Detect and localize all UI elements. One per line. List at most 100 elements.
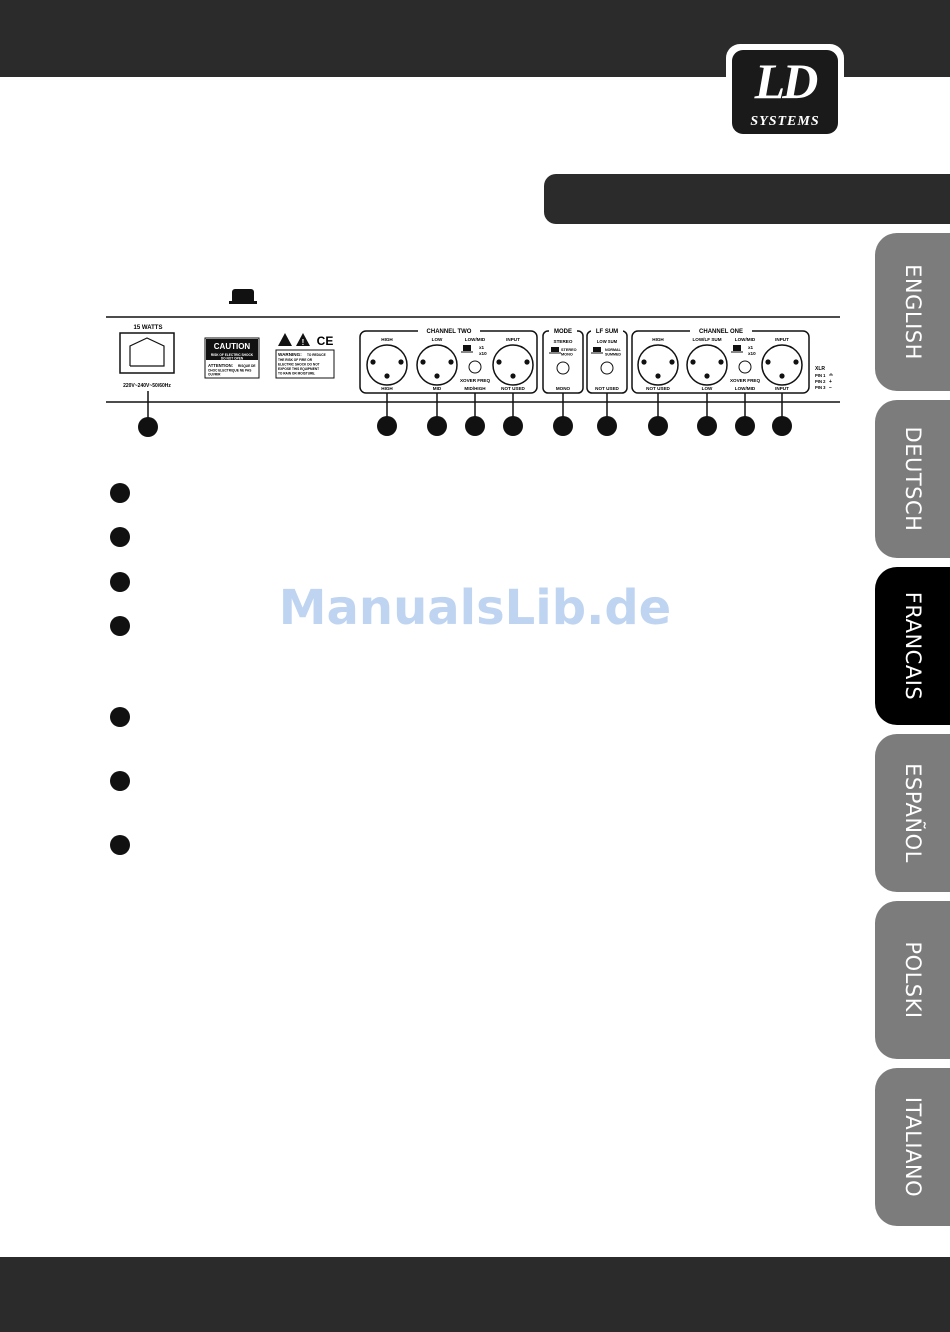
list-bullet: [110, 483, 130, 503]
ch2-range-switch: [463, 345, 471, 351]
ld-systems-logo: LD SYSTEMS: [726, 44, 844, 140]
ch2-xover-pot: [468, 360, 482, 374]
ce-mark: CE: [317, 334, 334, 348]
ch2-low-top-label: LOW: [432, 337, 443, 342]
caution-att1: RISQUE DE: [238, 364, 256, 368]
lf-sum-title: LF SUM: [596, 329, 618, 335]
lf-sum-normal: NORMAL: [605, 348, 622, 352]
ch2-high-top-label: HIGH: [381, 337, 393, 342]
callout-marker: [465, 416, 485, 436]
mode-btn-stereo: STEREO: [561, 348, 577, 352]
logo-systems-text: SYSTEMS: [750, 114, 820, 129]
logo-ld-text: LD: [754, 53, 819, 109]
callout-marker: [377, 416, 397, 436]
exclamation-warning-icon: [296, 333, 310, 346]
ground-icon: [829, 373, 833, 376]
lf-sum-summed: SUMMED: [605, 353, 621, 357]
warning-title: WARNING:: [278, 352, 302, 357]
tab-francais[interactable]: FRANCAIS: [875, 567, 950, 725]
warning-t4: EXPOSE THIS EQUIPMENT: [278, 367, 319, 371]
rear-panel-icon: [229, 289, 257, 304]
ch2-mid-bottom-label: MID: [433, 386, 442, 391]
lf-sum-not-used: NOT USED: [595, 386, 619, 391]
ch1-xlr-input: [761, 344, 803, 386]
callout-marker: [735, 416, 755, 436]
list-bullet: [110, 572, 130, 592]
caution-att2: CHOC ELECTRIQUE NE PAS: [208, 369, 251, 373]
ch1-input-top-label: INPUT: [775, 337, 789, 342]
ch2-midhigh-bottom-label: MID/HIGH: [464, 386, 486, 391]
tab-polski[interactable]: POLSKI: [875, 901, 950, 1059]
callout-marker: [597, 416, 617, 436]
mode-indicator: [556, 361, 570, 375]
ch1-lowmid-top-label: LOW/MID: [735, 337, 756, 342]
xlr-pin2: PIN 2: [815, 379, 826, 384]
ch1-range-switch: [733, 345, 741, 351]
caution-subheader: [206, 352, 258, 360]
ch1-high-top-label: HIGH: [652, 337, 664, 342]
callout-markers: [138, 416, 792, 437]
caution-title: CAUTION: [214, 342, 251, 351]
callout-marker: [772, 416, 792, 436]
xlr-pin2-sign: +: [829, 379, 832, 385]
power-watts-label: 15 WATTS: [134, 325, 163, 331]
ch1-lowlf-top-label: LOW/LF SUM: [692, 337, 721, 342]
ch2-x10-label: x10: [479, 351, 487, 356]
mode-stereo-label: STEREO: [554, 339, 573, 344]
tab-english[interactable]: ENGLISH: [875, 233, 950, 391]
warning-t3: ELECTRIC SHOCK DO NOT: [278, 363, 320, 367]
caution-line1: RISK OF ELECTRIC SHOCK: [211, 353, 254, 357]
xlr-legend-title: XLR: [815, 366, 825, 372]
channel-one-title: CHANNEL ONE: [699, 329, 743, 335]
xlr-pin3-sign: −: [829, 385, 832, 391]
watermark-text: ManualsLib.de: [278, 580, 672, 636]
callout-marker: [553, 416, 573, 436]
tab-italiano[interactable]: ITALIANO: [875, 1068, 950, 1226]
ch1-xlr-high: [637, 344, 679, 386]
ch1-xlr-low: [686, 344, 728, 386]
channel-two-title-bg: [418, 326, 480, 335]
list-bullet: [110, 771, 130, 791]
callout-marker: [697, 416, 717, 436]
ch2-x1-label: x1: [479, 345, 485, 350]
ch2-xlr-high: [366, 344, 408, 386]
callout-marker: [138, 417, 158, 437]
lf-sum-indicator: [600, 361, 614, 375]
warning-t1: TO REDUCE: [307, 353, 326, 357]
caution-attention: ATTENTION:: [208, 363, 233, 368]
callout-marker: [648, 416, 668, 436]
mode-mono-label: MONO: [556, 386, 571, 391]
ch1-input-bottom-label: INPUT: [775, 386, 789, 391]
callout-lines: [147, 391, 783, 418]
caution-line2: DO NOT OPEN: [221, 357, 244, 361]
ch2-input-top-label: INPUT: [506, 337, 520, 342]
ch2-xlr-input: [492, 344, 534, 386]
ch2-xlr-mid: [416, 344, 458, 386]
ch2-lowmid-top-label: LOW/MID: [465, 337, 486, 342]
tab-espanol-label: ESPAÑOL: [900, 763, 925, 863]
bottom-footer-bar: [0, 1257, 950, 1332]
xlr-pin3: PIN 3: [815, 385, 826, 390]
warning-t2: THE RISK OF FIRE OR: [278, 358, 313, 362]
power-socket: [119, 332, 175, 374]
warning-t5: TO RAIN OR MOISTURE.: [278, 372, 315, 376]
ch1-low-bottom-label: LOW: [702, 386, 713, 391]
lf-sum-low-sum-label: LOW SUM: [597, 339, 618, 344]
xlr-pin1: PIN 1: [815, 373, 826, 378]
callout-marker: [427, 416, 447, 436]
tab-espanol[interactable]: ESPAÑOL: [875, 734, 950, 892]
list-bullet: [110, 835, 130, 855]
ch1-xover-label: XOVER FREQ: [730, 378, 761, 383]
ch1-xover-pot: [738, 360, 752, 374]
warning-label-box: [275, 349, 335, 379]
callout-marker: [503, 416, 523, 436]
list-bullet: [110, 616, 130, 636]
tab-deutsch[interactable]: DEUTSCH: [875, 400, 950, 558]
ch2-notused-bottom-label: NOT USED: [501, 386, 525, 391]
tab-polski-label: POLSKI: [900, 941, 925, 1019]
caution-header: [206, 339, 258, 352]
channel-two-title: CHANNEL TWO: [427, 329, 472, 335]
list-bullet: [110, 527, 130, 547]
ch1-x1-label: x1: [748, 345, 754, 350]
rear-panel-diagram: 15 WATTS 220V~240V~50/60Hz CAUTION RISK …: [106, 316, 840, 437]
